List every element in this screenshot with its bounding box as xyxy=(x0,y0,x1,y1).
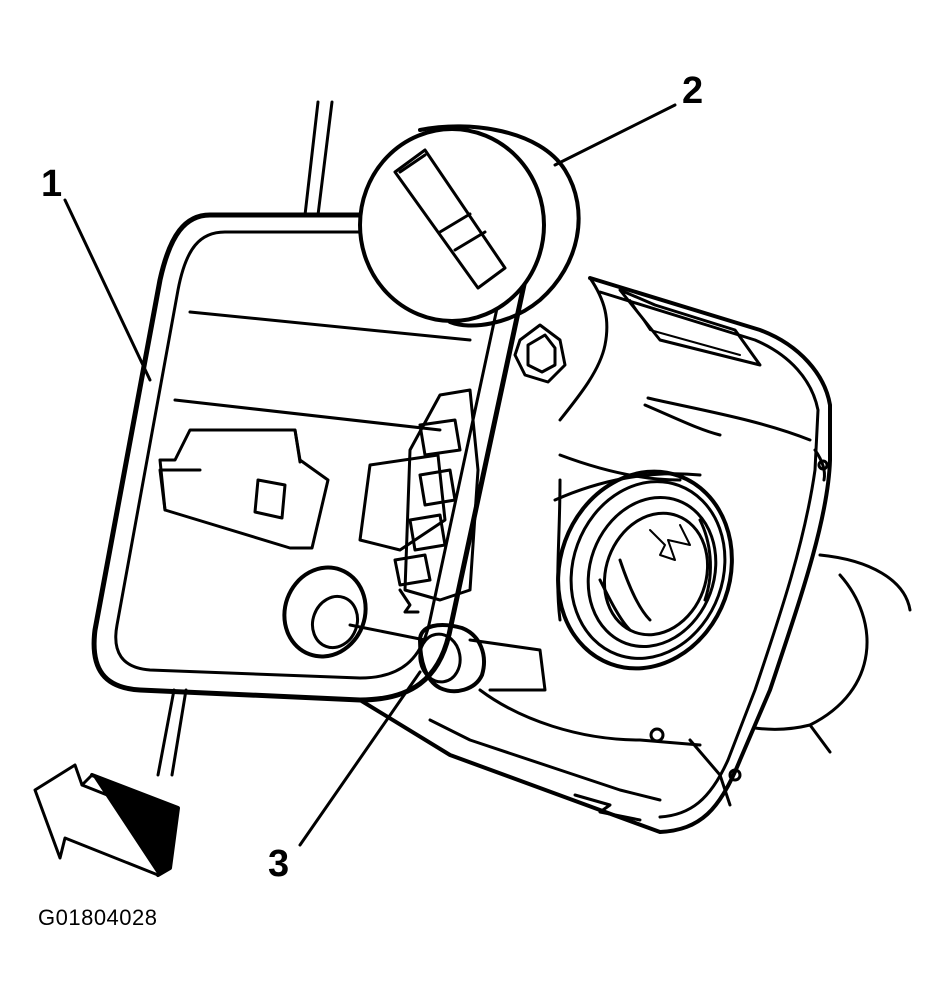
fuel-cap xyxy=(358,124,581,328)
callout-label-2: 2 xyxy=(682,70,704,112)
figure-id: G01804028 xyxy=(38,905,158,930)
leader-line-1 xyxy=(63,198,152,382)
leader-line-3 xyxy=(298,670,422,847)
bolt xyxy=(513,323,567,384)
callout-label-1: 1 xyxy=(41,163,63,205)
arrow-upper-left-icon xyxy=(33,763,180,877)
filler-pocket-housing xyxy=(358,276,832,834)
tether-button xyxy=(418,623,486,694)
filler-housing-background xyxy=(753,553,912,754)
body-panel-lines xyxy=(156,100,334,777)
leader-line-2 xyxy=(553,103,677,167)
callout-leader-lines xyxy=(63,103,677,847)
filler-neck xyxy=(556,469,734,671)
callout-label-3: 3 xyxy=(268,843,290,885)
